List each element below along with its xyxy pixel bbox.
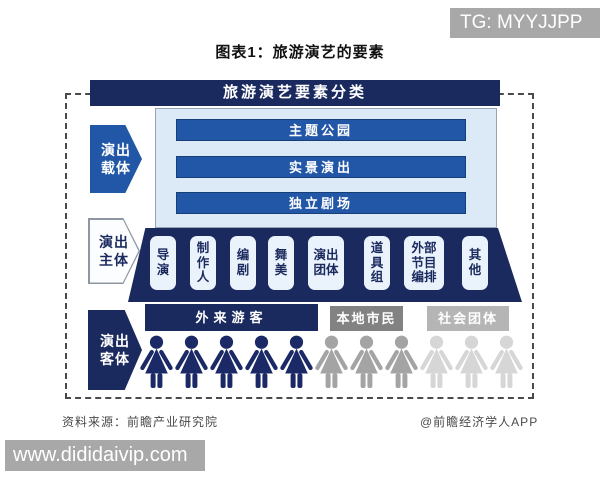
carrier-item-theme-park: 主题公园 <box>176 119 466 141</box>
carrier-label-text: 演出载体 <box>100 141 131 176</box>
person-icon <box>350 335 383 388</box>
subject-box-troupe: 演出团体 <box>308 236 344 290</box>
person-icon <box>490 335 523 388</box>
audience-figures <box>139 335 529 393</box>
audience-group-locals: 本地市民 <box>330 306 403 331</box>
tg-badge: TG: MYYJJPP <box>450 8 600 38</box>
page-title: 图表1：旅游演艺的要素 <box>215 44 385 61</box>
subject-box-director: 导演 <box>150 236 176 290</box>
subject-box-stage-art: 舞美 <box>268 236 294 290</box>
subject-box-writer: 编剧 <box>230 236 256 290</box>
audience-group-social: 社会团体 <box>427 306 509 331</box>
subject-box-external: 外部节目编排 <box>404 236 444 290</box>
subject-box-producer: 制作人 <box>190 236 216 290</box>
audience-group-tourists: 外来游客 <box>145 304 318 331</box>
person-icon <box>455 335 488 388</box>
person-icon <box>140 335 173 388</box>
watermark-bar: www.dididaivip.com <box>5 440 205 471</box>
carrier-item-theater: 独立剧场 <box>176 192 466 214</box>
subject-label-text: 演出主体 <box>99 233 129 268</box>
person-icon <box>280 335 313 388</box>
diagram-header: 旅游演艺要素分类 <box>90 80 500 106</box>
carrier-item-live-show: 实景演出 <box>176 156 466 178</box>
person-icon <box>385 335 418 388</box>
audience-label-text: 演出客体 <box>100 332 130 367</box>
person-icon <box>420 335 453 388</box>
person-icon <box>175 335 208 388</box>
credit-note: @前瞻经济学人APP <box>420 415 539 429</box>
person-icon <box>210 335 243 388</box>
source-note: 资料来源：前瞻产业研究院 <box>62 415 219 429</box>
person-icon <box>315 335 348 388</box>
subject-box-other: 其他 <box>462 236 488 290</box>
person-icon <box>245 335 278 388</box>
subject-box-props: 道具组 <box>364 236 390 290</box>
carrier-panel: 主题公园 实景演出 独立剧场 <box>155 108 497 228</box>
